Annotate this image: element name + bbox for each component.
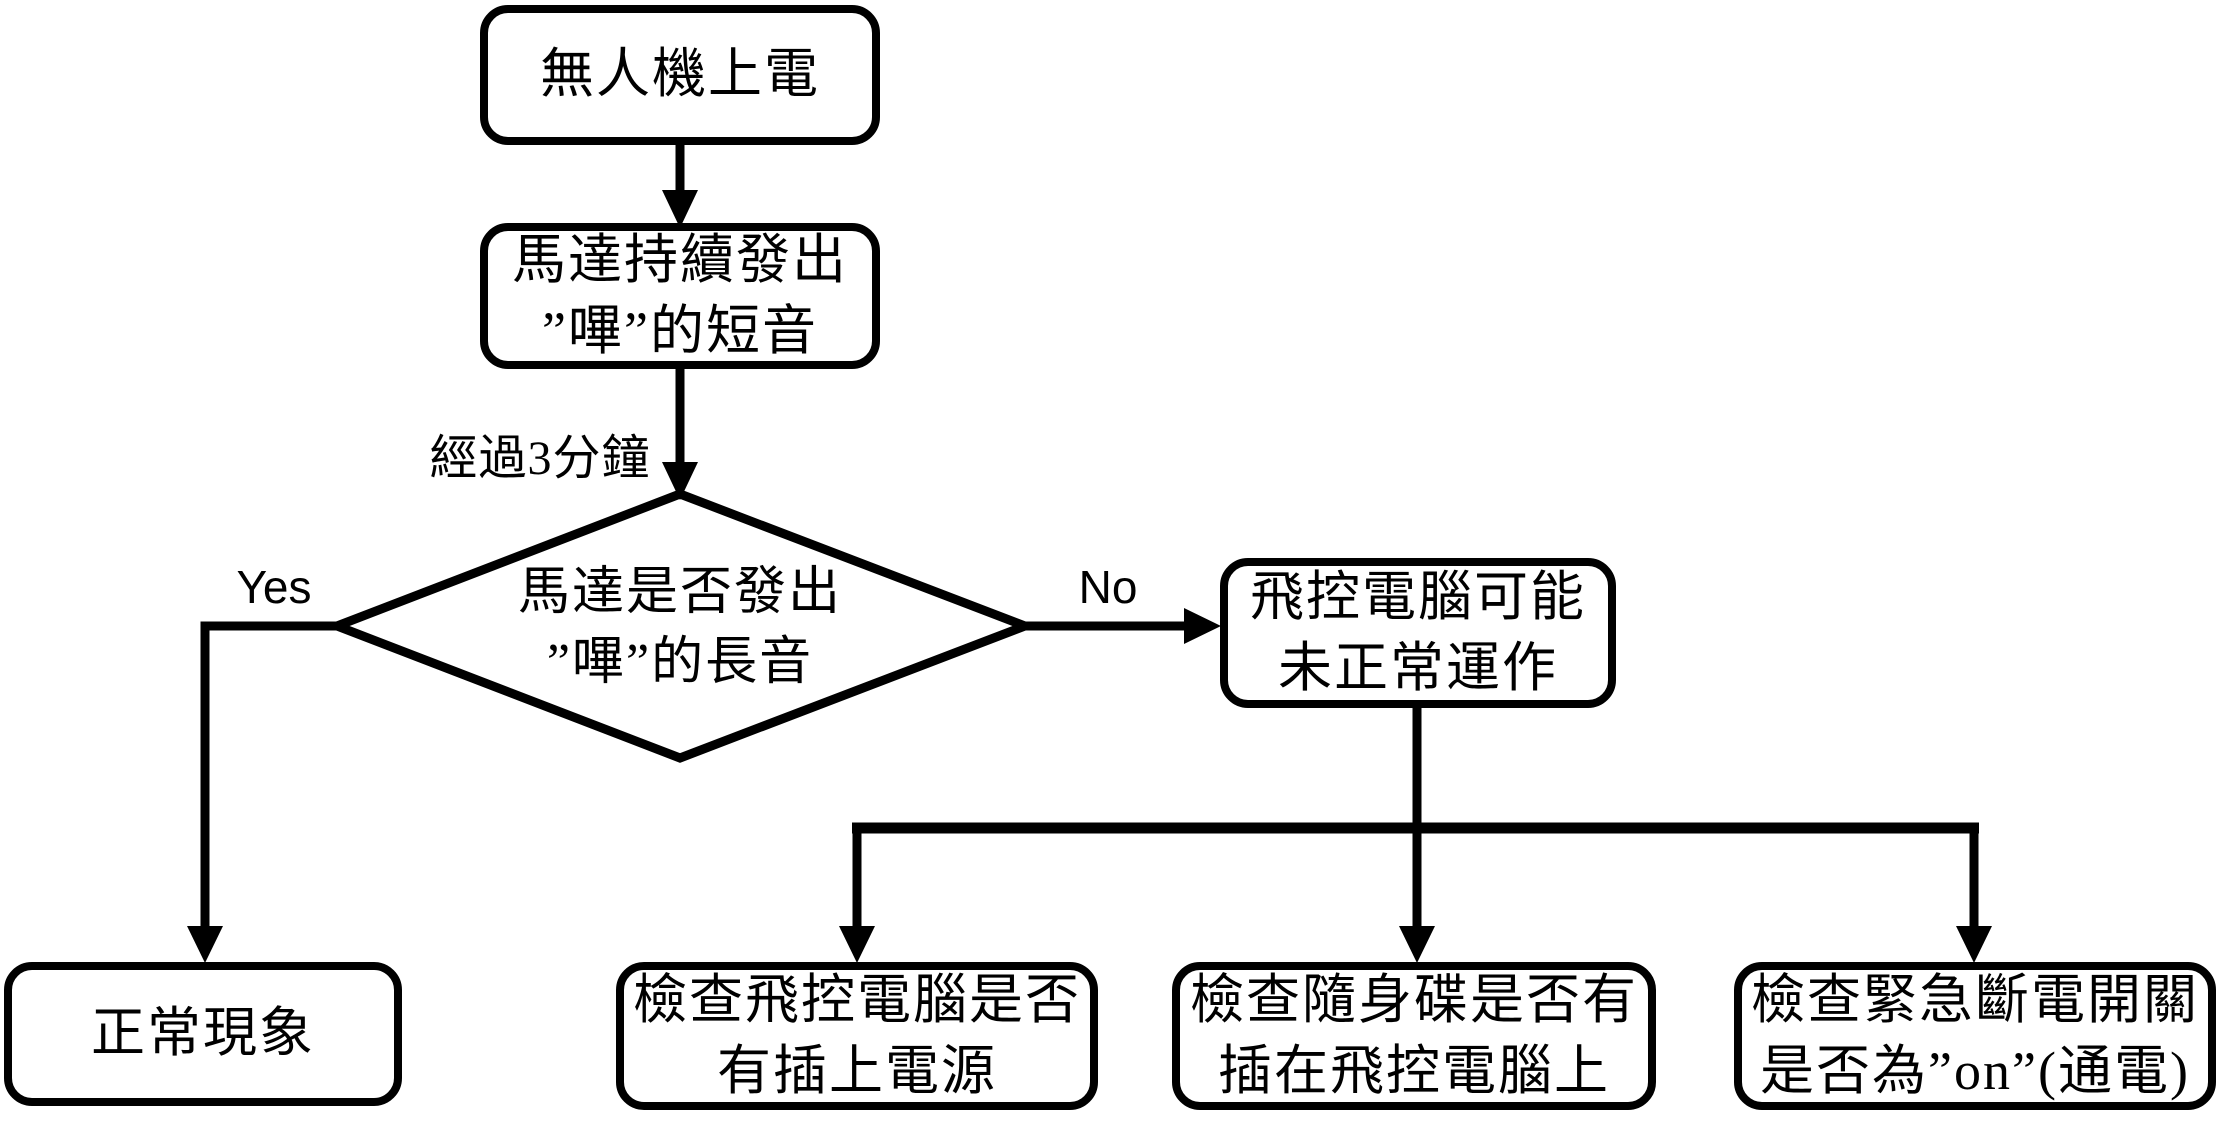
node-power-on: 無人機上電: [480, 5, 880, 145]
edge-yes-path: [200, 621, 343, 928]
node-check-switch: 檢查緊急斷電開關 是否為”on”(通電): [1734, 962, 2216, 1110]
node-check-power: 檢查飛控電腦是否 有插上電源: [616, 962, 1098, 1110]
arrowhead-yes-normal: [187, 926, 223, 963]
arrowhead-drop-checkpower: [839, 926, 875, 963]
arrowhead-drop-checkswitch: [1956, 926, 1992, 963]
node-check-power-label: 檢查飛控電腦是否 有插上電源: [633, 969, 1081, 1101]
node-decision-label: 馬達是否發出 ”嗶”的長音: [517, 563, 842, 691]
node-power-on-label: 無人機上電: [540, 44, 820, 105]
node-normal-label: 正常現象: [91, 1003, 315, 1064]
edge-label-no: No: [1078, 561, 1138, 613]
node-normal-result: 正常現象: [4, 962, 402, 1106]
node-short-beep: 馬達持續發出 ”嗶”的短音: [480, 223, 880, 369]
node-decision: 馬達是否發出 ”嗶”的長音: [470, 548, 890, 708]
arrowhead-no-fc: [1184, 608, 1221, 644]
arrowhead-shortbeep-decision: [662, 462, 698, 500]
arrowhead-fc-checkusb: [1399, 926, 1435, 963]
arrowhead-poweron-shortbeep: [662, 190, 698, 228]
node-fc-abnormal-label: 飛控電腦可能 未正常運作: [1250, 566, 1586, 698]
node-short-beep-label: 馬達持續發出 ”嗶”的短音: [512, 229, 848, 361]
edge-label-elapsed-3min: 經過3分鐘: [429, 432, 651, 485]
edge-label-yes: Yes: [236, 561, 312, 613]
node-check-switch-label: 檢查緊急斷電開關 是否為”on”(通電): [1751, 969, 2199, 1101]
node-check-usb: 檢查隨身碟是否有 插在飛控電腦上: [1172, 962, 1656, 1110]
node-check-usb-label: 檢查隨身碟是否有 插在飛控電腦上: [1190, 969, 1638, 1101]
node-fc-abnormal: 飛控電腦可能 未正常運作: [1220, 558, 1616, 708]
